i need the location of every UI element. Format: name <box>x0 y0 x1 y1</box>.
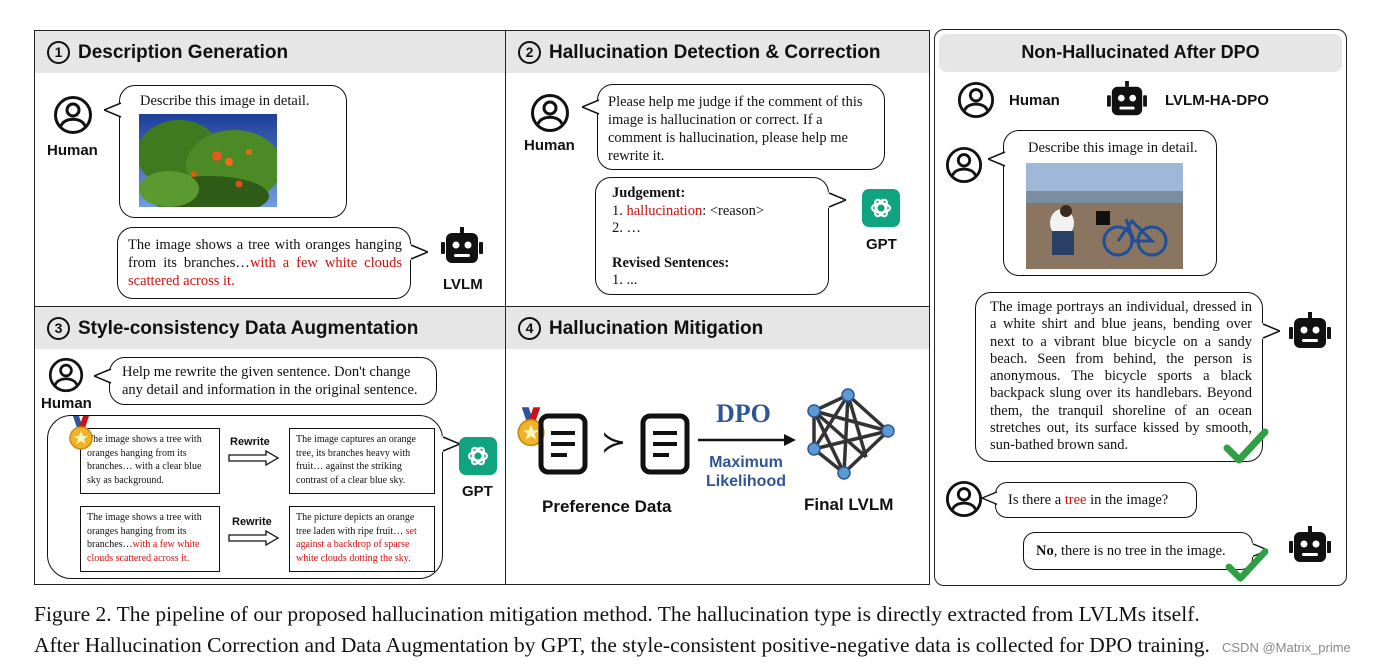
preference-symbol: ≻ <box>601 426 627 459</box>
question-bubble: Is there a tree in the image? <box>982 482 1197 518</box>
bubble-tail <box>410 244 428 260</box>
response-text: The image shows a tree with oranges hang… <box>128 237 402 289</box>
document-negative-rewritten: The picture depicts an orange tree laden… <box>289 506 435 572</box>
response-bubble: The image portrays an individual, dresse… <box>975 292 1280 462</box>
step-number: 3 <box>47 317 70 340</box>
bubble-tail <box>582 99 600 115</box>
prompt-text: Help me rewrite the given sentence. Don'… <box>122 364 418 398</box>
prompt-bubble: Please help me judge if the comment of t… <box>582 84 885 170</box>
prompt-bubble: Describe this image in detail. <box>104 85 347 218</box>
orange-tree-photo <box>139 114 277 207</box>
user-icon <box>945 146 983 184</box>
response-text: The image portrays an individual, dresse… <box>990 299 1252 454</box>
bubble-tail <box>1262 323 1280 339</box>
panel-title: Non-Hallucinated After DPO <box>1021 42 1260 62</box>
revised-title: Revised Sentences: <box>612 254 730 271</box>
augmentation-bubble: The image shows a tree with oranges hang… <box>47 415 460 579</box>
judgement-bubble: Judgement: 1. hallucination: <reason> 2.… <box>595 177 846 295</box>
rewrite-label: Rewrite <box>232 516 272 528</box>
panel-header <box>506 307 929 349</box>
bot-legend-label: LVLM-HA-DPO <box>1165 92 1269 109</box>
document-icon <box>640 413 690 475</box>
preference-data-label: Preference Data <box>542 497 672 516</box>
dpo-label: DPO <box>716 399 771 428</box>
medal-icon <box>69 416 93 450</box>
arrow-icon <box>698 434 796 446</box>
step-number: 2 <box>518 41 541 64</box>
figure-caption-line-1: Figure 2. The pipeline of our proposed h… <box>34 602 1200 626</box>
checkmark-icon <box>1223 428 1269 464</box>
step-number: 4 <box>518 317 541 340</box>
prompt-bubble: Describe this image in detail. <box>988 130 1217 276</box>
prompt-text: Describe this image in detail. <box>140 93 310 109</box>
medal-icon <box>517 407 545 447</box>
human-legend-label: Human <box>1009 92 1060 109</box>
bubble-tail <box>988 151 1006 167</box>
max-likelihood-label: Maximum Likelihood <box>706 454 786 490</box>
panel-header <box>939 34 1342 72</box>
human-label: Human <box>41 395 92 412</box>
lvlm-label: LVLM <box>443 276 483 293</box>
answer-text: No, there is no tree in the image. <box>1036 543 1226 559</box>
panel-non-hallucinated: Non-Hallucinated After DPO Human LVLM-HA… <box>934 29 1347 586</box>
bubble-tail <box>94 368 112 384</box>
prompt-text: Describe this image in detail. <box>1028 140 1198 156</box>
revised-item-1: 1. ... <box>612 272 638 288</box>
gpt-label: GPT <box>866 236 897 253</box>
prompt-text: Please help me judge if the comment of t… <box>608 94 863 164</box>
arrow-icon <box>228 450 280 466</box>
user-icon <box>957 81 995 119</box>
bubble-tail <box>982 491 998 506</box>
neural-network-icon <box>807 388 895 480</box>
step-number: 1 <box>47 41 70 64</box>
user-icon <box>531 94 569 132</box>
panel-header <box>35 307 506 349</box>
judgement-item-2: 2. … <box>612 220 641 236</box>
robot-icon <box>441 227 483 263</box>
rewrite-label: Rewrite <box>230 436 270 448</box>
bubble-tail <box>1252 543 1268 558</box>
gpt-icon <box>862 189 900 227</box>
arrow-icon <box>228 530 280 546</box>
gpt-icon <box>459 437 497 475</box>
bubble-tail <box>442 436 460 452</box>
robot-icon <box>1107 81 1147 116</box>
human-label: Human <box>47 142 98 159</box>
bubble-tail <box>828 192 846 208</box>
panel-header <box>35 31 506 73</box>
prompt-bubble: Help me rewrite the given sentence. Don'… <box>94 357 437 405</box>
checkmark-icon <box>1225 548 1269 582</box>
question-text: Is there a tree in the image? <box>1008 492 1169 508</box>
document-negative-original: The image shows a tree with oranges hang… <box>80 506 220 572</box>
gpt-label: GPT <box>462 483 493 500</box>
bubble-tail <box>104 102 122 118</box>
beach-bicycle-photo <box>1026 163 1183 269</box>
judgement-item-1: 1. hallucination: <reason> <box>612 202 765 219</box>
user-icon <box>54 96 92 134</box>
human-label: Human <box>524 137 575 154</box>
document-positive-original: The image shows a tree with oranges hang… <box>80 428 220 494</box>
answer-bubble: No, there is no tree in the image. <box>1023 532 1268 570</box>
watermark: CSDN @Matrix_prime <box>1222 640 1351 655</box>
judgement-title: Judgement: <box>612 185 686 201</box>
document-icon <box>538 413 588 475</box>
final-lvlm-label: Final LVLM <box>804 495 894 514</box>
panel-header <box>506 31 929 73</box>
robot-icon <box>1289 312 1331 348</box>
response-bubble: The image shows a tree with oranges hang… <box>117 227 428 299</box>
figure-caption-line-2: After Hallucination Correction and Data … <box>34 633 1210 657</box>
user-icon <box>945 480 983 518</box>
judgement-content: Judgement: 1. hallucination: <reason> 2.… <box>612 185 822 290</box>
user-icon <box>48 357 84 393</box>
robot-icon <box>1289 526 1331 562</box>
document-positive-rewritten: The image captures an orange tree, its b… <box>289 428 435 494</box>
